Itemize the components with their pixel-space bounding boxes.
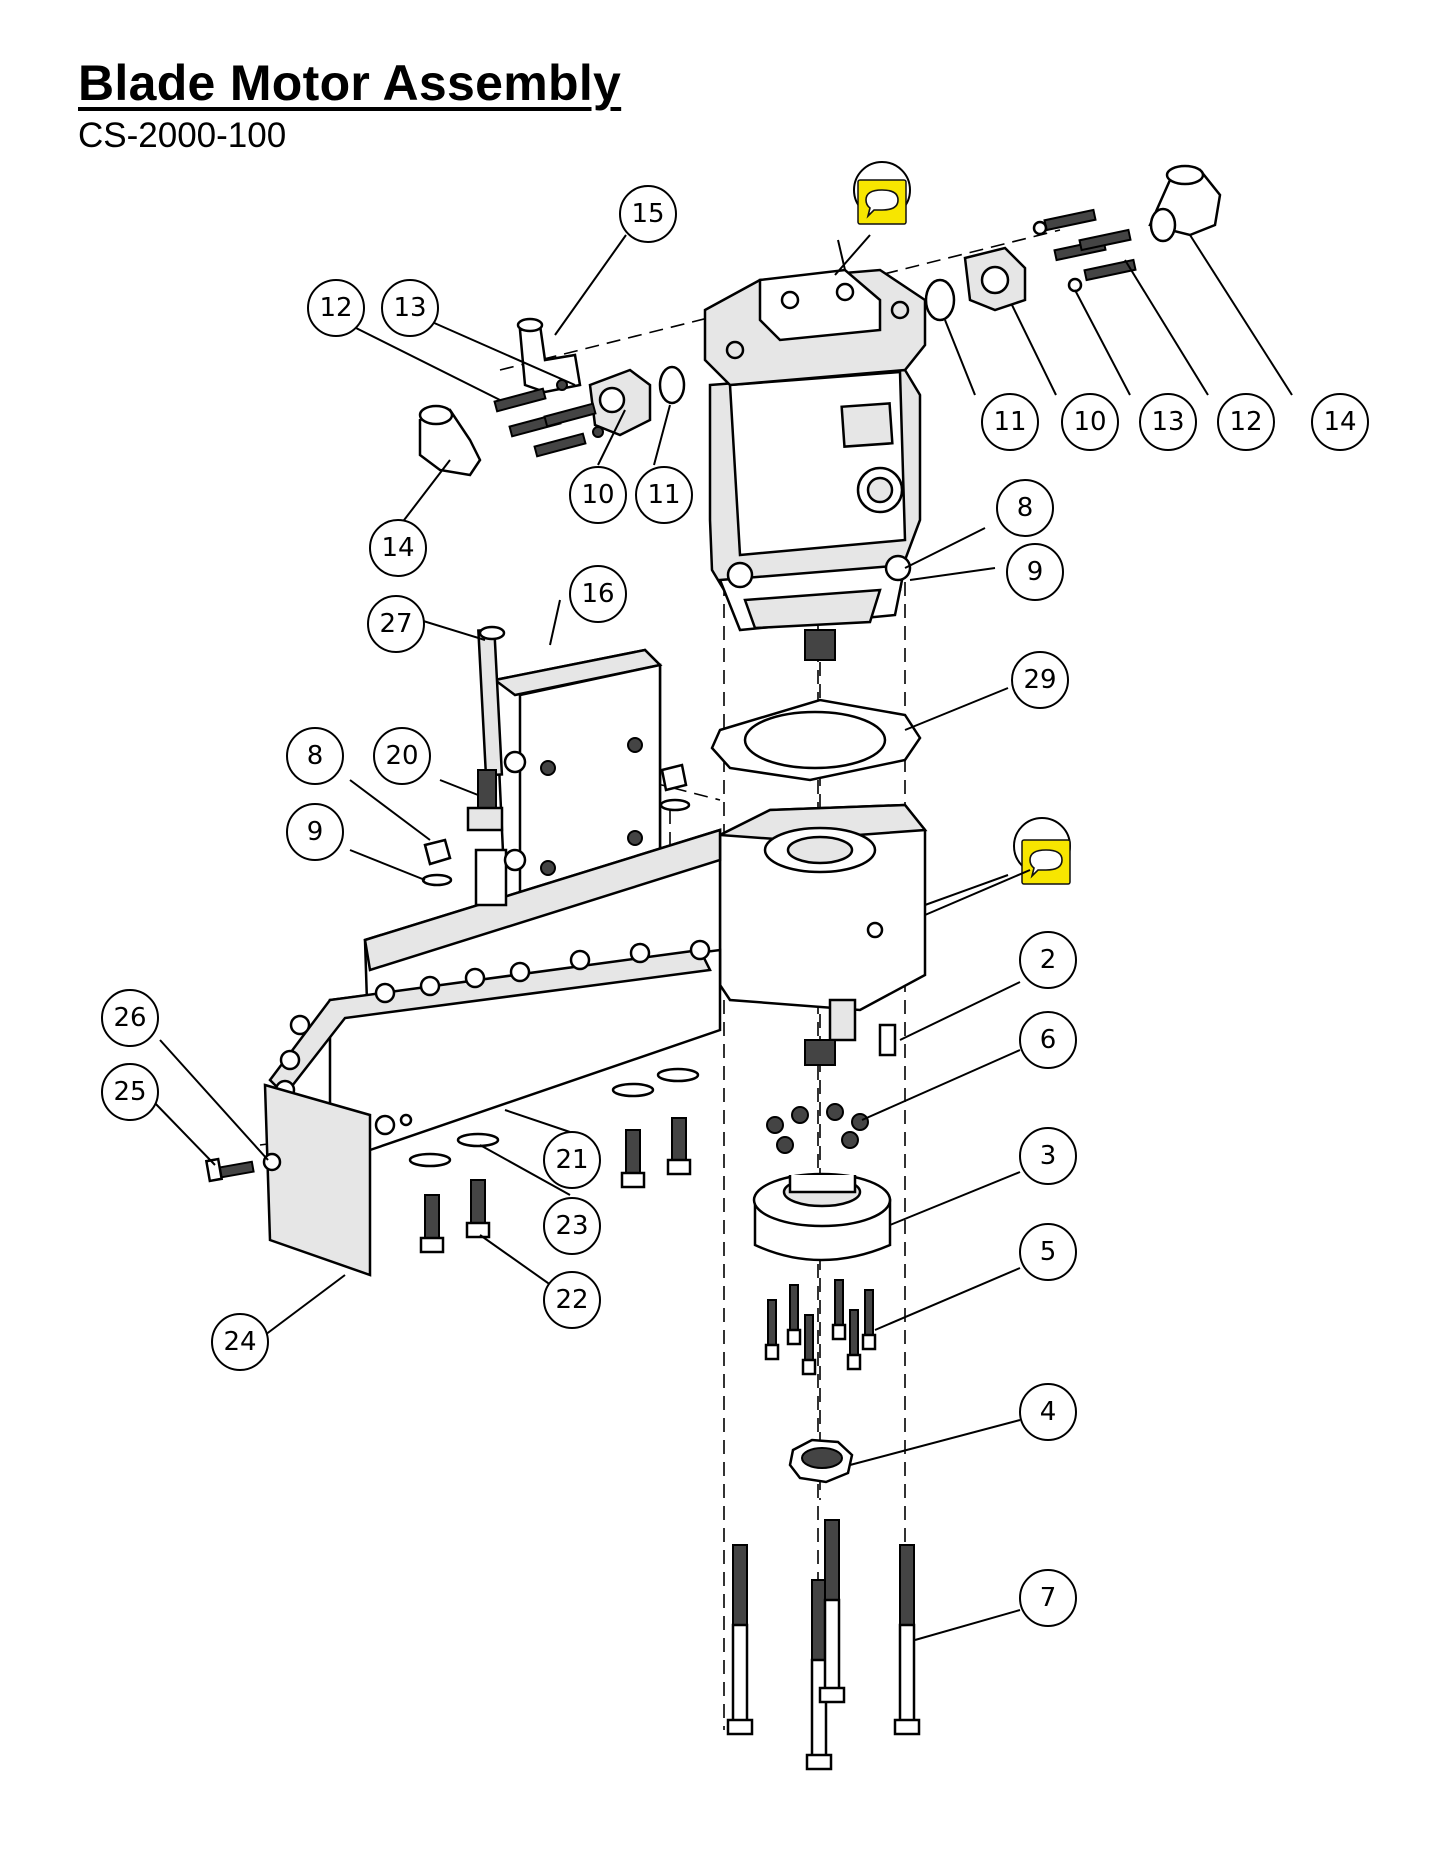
callout-20: 20 (373, 727, 431, 785)
callout-10-left: 10 (569, 466, 627, 524)
long-bolts[interactable] (726, 1519, 921, 1771)
callout-27: 27 (367, 595, 425, 653)
callout-10-right: 10 (1061, 393, 1119, 451)
comment-note-icon[interactable] (1013, 817, 1071, 885)
svg-text:4: 4 (1040, 1397, 1057, 1427)
svg-text:27: 27 (379, 609, 412, 639)
callout-13-left: 13 (381, 279, 439, 337)
svg-text:25: 25 (113, 1077, 146, 1107)
callout-8-left: 8 (286, 727, 344, 785)
callout-11-left: 11 (635, 466, 693, 524)
svg-text:15: 15 (631, 199, 664, 229)
gasket[interactable] (710, 698, 922, 782)
callout-29: 29 (1011, 651, 1069, 709)
callout-24: 24 (211, 1313, 269, 1371)
part-number: CS-2000-100 (78, 116, 287, 155)
svg-text:14: 14 (1323, 407, 1356, 437)
callout-8-top: 8 (996, 479, 1054, 537)
svg-text:14: 14 (381, 533, 414, 563)
svg-text:2: 2 (1040, 945, 1057, 975)
callout-21: 21 (543, 1131, 601, 1189)
left-port-fittings[interactable] (418, 317, 686, 477)
arbor-nut[interactable] (788, 1438, 854, 1484)
callout-5: 5 (1019, 1223, 1077, 1281)
callout-23: 23 (543, 1197, 601, 1255)
callout-6: 6 (1019, 1011, 1077, 1069)
callout-26: 26 (101, 989, 159, 1047)
svg-text:22: 22 (555, 1285, 588, 1315)
blade-arm[interactable] (268, 828, 722, 1152)
svg-text:26: 26 (113, 1003, 146, 1033)
svg-text:10: 10 (1073, 407, 1106, 437)
mount-bolts-and-washers[interactable] (408, 1067, 700, 1254)
callout-25: 25 (101, 1063, 159, 1121)
motor-mount-block[interactable] (715, 803, 928, 1066)
guard-bolt[interactable] (204, 1157, 255, 1183)
svg-text:20: 20 (385, 741, 418, 771)
svg-text:10: 10 (581, 480, 614, 510)
callout-9-top: 9 (1006, 543, 1064, 601)
svg-text:5: 5 (1040, 1237, 1057, 1267)
callout-15: 15 (619, 185, 677, 243)
callout-13-right: 13 (1139, 393, 1197, 451)
blade-hub[interactable] (752, 1172, 892, 1262)
svg-text:16: 16 (581, 579, 614, 609)
callout-3: 3 (1019, 1127, 1077, 1185)
callout-22: 22 (543, 1271, 601, 1329)
svg-text:8: 8 (1017, 493, 1034, 523)
svg-text:11: 11 (993, 407, 1026, 437)
svg-text:7: 7 (1040, 1583, 1057, 1613)
svg-text:21: 21 (555, 1145, 588, 1175)
callout-16: 16 (569, 565, 627, 623)
callout-12-left: 12 (307, 279, 365, 337)
callout-7: 7 (1019, 1569, 1077, 1627)
svg-text:9: 9 (307, 817, 324, 847)
hub-nuts[interactable] (766, 1103, 869, 1154)
svg-text:13: 13 (1151, 407, 1184, 437)
shaft-key[interactable] (878, 1023, 897, 1057)
mount-bracket[interactable] (492, 648, 663, 907)
hydraulic-motor[interactable] (703, 268, 927, 661)
svg-text:11: 11 (647, 480, 680, 510)
svg-text:12: 12 (1229, 407, 1262, 437)
page-title: Blade Motor Assembly (78, 55, 622, 111)
svg-text:29: 29 (1023, 665, 1056, 695)
svg-text:3: 3 (1040, 1141, 1057, 1171)
lock-handle[interactable] (466, 625, 527, 907)
callout-11-right: 11 (981, 393, 1039, 451)
comment-note-icon[interactable] (853, 161, 911, 225)
leader-lines (151, 234, 1293, 1641)
svg-text:23: 23 (555, 1211, 588, 1241)
callout-14-right: 14 (1311, 393, 1369, 451)
callout-12-right: 12 (1217, 393, 1275, 451)
svg-text:13: 13 (393, 293, 426, 323)
right-port-fittings[interactable] (924, 164, 1222, 322)
hub-screws[interactable] (764, 1279, 877, 1376)
callout-4: 4 (1019, 1383, 1077, 1441)
svg-text:24: 24 (223, 1327, 256, 1357)
svg-text:9: 9 (1027, 557, 1044, 587)
blade-guard-plate[interactable] (262, 1083, 372, 1277)
svg-text:12: 12 (319, 293, 352, 323)
svg-text:8: 8 (307, 741, 324, 771)
callout-9-left: 9 (286, 803, 344, 861)
callout-14-left: 14 (369, 519, 427, 577)
nut-and-washer-left[interactable] (421, 763, 691, 887)
callout-2: 2 (1019, 931, 1077, 989)
svg-text:6: 6 (1040, 1025, 1057, 1055)
